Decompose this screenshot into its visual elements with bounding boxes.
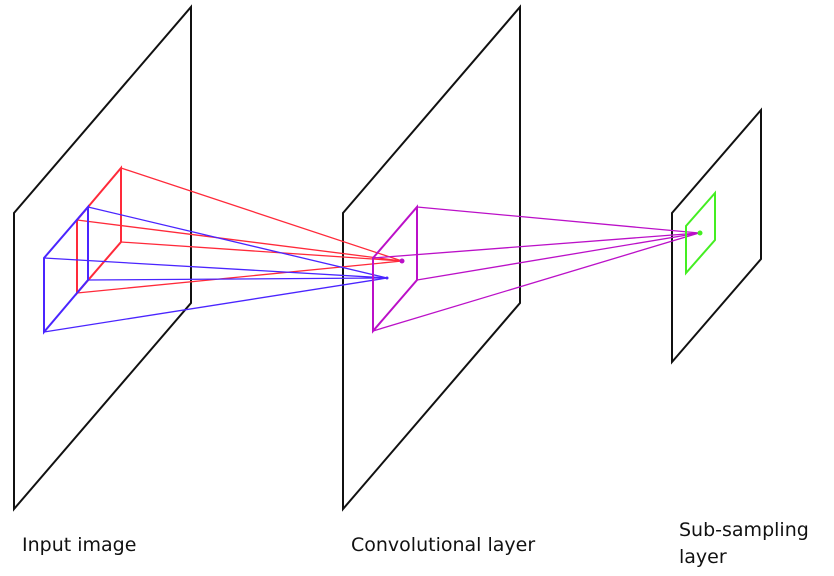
input-image-plane xyxy=(13,4,192,512)
blue-target-point xyxy=(385,276,389,280)
blue-projection-line xyxy=(87,206,388,279)
red-projection-line xyxy=(76,260,403,294)
red-projection-line xyxy=(120,167,403,262)
blue-projection-line xyxy=(43,277,388,333)
pool-window xyxy=(685,190,716,276)
blue-projection-line xyxy=(43,257,388,279)
red-projection-line xyxy=(120,241,403,262)
red-target-point xyxy=(399,258,405,264)
conv-window xyxy=(372,204,418,334)
conv-projection-line xyxy=(372,232,700,259)
red-projection-line xyxy=(76,219,403,262)
conv-projection-line xyxy=(372,232,700,332)
sub-sampling-layer-plane xyxy=(671,107,762,365)
conv-window-group xyxy=(372,204,700,334)
convolutional-layer-plane xyxy=(342,4,521,512)
pool-target-point xyxy=(697,230,703,236)
sub-sampling-layer-label-line1: Sub-sampling xyxy=(679,519,809,541)
blue-receptive-field xyxy=(43,204,388,335)
conv-projection-line xyxy=(416,206,700,234)
blue-projection-line xyxy=(87,277,388,281)
input-image-label: Input image xyxy=(22,534,137,556)
convolutional-layer-label: Convolutional layer xyxy=(351,534,536,556)
red-window xyxy=(76,165,122,296)
conv-projection-line xyxy=(416,232,700,281)
sub-sampling-layer-label-line2: layer xyxy=(679,546,727,568)
blue-window xyxy=(43,204,89,335)
red-receptive-field xyxy=(76,165,403,296)
